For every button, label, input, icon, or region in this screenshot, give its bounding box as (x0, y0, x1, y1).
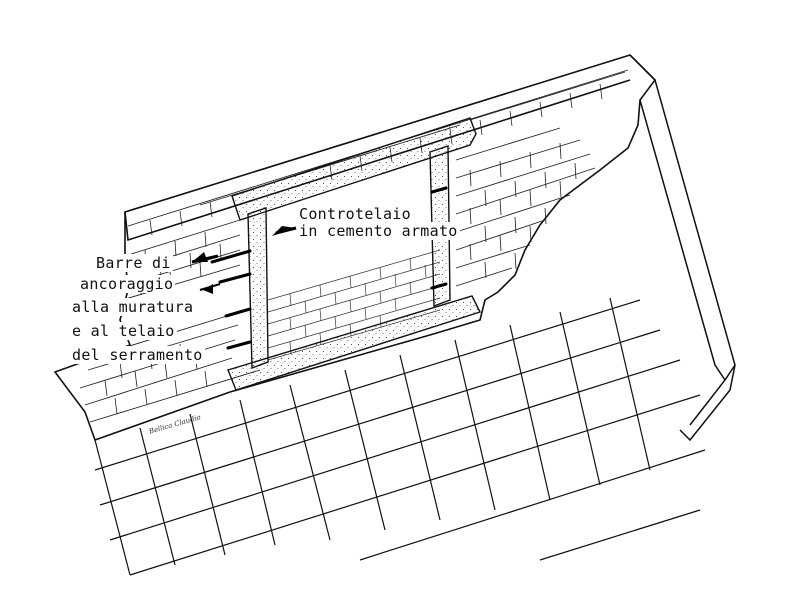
sill (227, 295, 481, 391)
side-return (629, 54, 736, 442)
bars-label-line2: ancoraggio (78, 275, 176, 293)
subframe-label-line2: in cemento armato (297, 222, 460, 240)
concrete-subframe (227, 117, 481, 391)
floor-tiles (94, 297, 706, 576)
bars-label-line4: e al telaio (70, 322, 177, 340)
leader-arrows (191, 226, 297, 294)
bars-label-line1: Barre di (94, 254, 173, 272)
masonry-wall (53, 54, 657, 442)
bars-label-line3: alla muratura (70, 298, 196, 316)
bars-label-line5: del serramento (70, 346, 205, 364)
subframe-label-line1: Controtelaio (297, 205, 413, 223)
lintel (231, 117, 477, 221)
brick-joints (104, 83, 603, 415)
left-jamb (247, 207, 269, 370)
anchoring-bars (210, 186, 448, 350)
